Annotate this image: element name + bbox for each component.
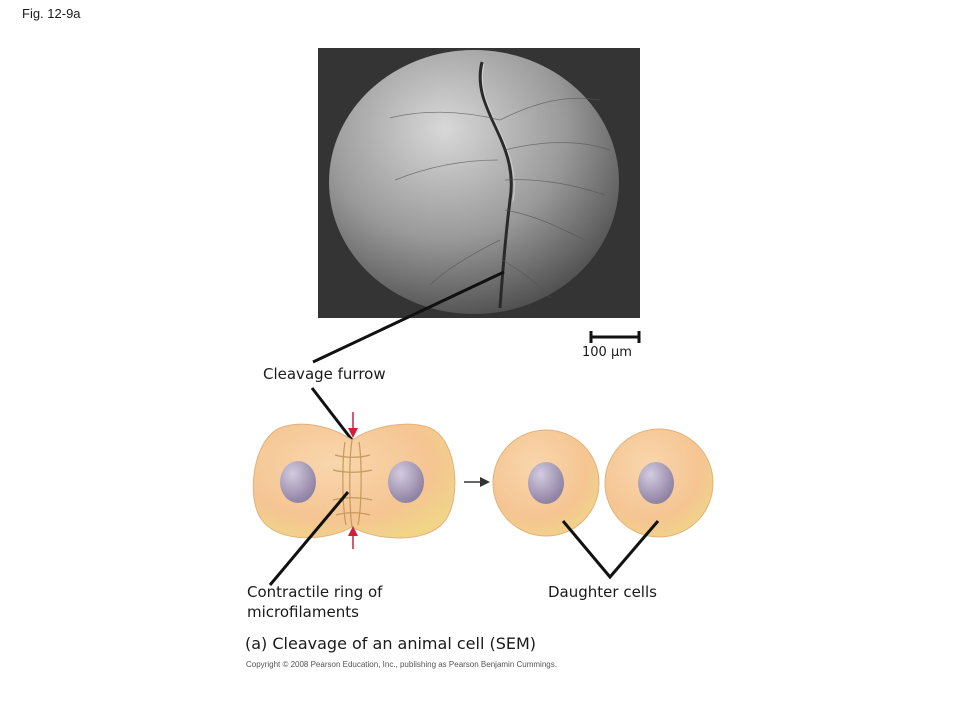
contractile-ring-label-line2: microfilaments: [247, 603, 359, 621]
daughter-cell-right: [604, 428, 714, 538]
dividing-cell: [252, 412, 456, 549]
contractile-ring-label: Contractile ring of microfilaments: [247, 582, 382, 622]
progress-arrow: [464, 477, 490, 487]
contractile-ring-label-line1: Contractile ring of: [247, 583, 383, 601]
daughter-cell-left: [492, 429, 600, 537]
cleavage-furrow-leader-sem: [312, 270, 505, 364]
cleavage-furrow-label: Cleavage furrow: [263, 365, 386, 383]
daughter-cells-leader: [561, 520, 660, 580]
nucleus-right: [388, 461, 424, 503]
nucleus-left: [280, 461, 316, 503]
figure-caption: (a) Cleavage of an animal cell (SEM): [245, 634, 537, 653]
daughter-cells-label: Daughter cells: [548, 583, 657, 601]
scale-bar-label: 100 µm: [582, 345, 632, 360]
sem-micrograph: [318, 48, 640, 318]
figure-label: Fig. 12-9a: [22, 6, 81, 21]
cleavage-furrow-leader-diagram: [310, 387, 354, 441]
scale-bar: [589, 331, 641, 343]
contractile-ring-leader: [268, 491, 350, 586]
copyright-notice: Copyright © 2008 Pearson Education, Inc.…: [246, 660, 557, 669]
